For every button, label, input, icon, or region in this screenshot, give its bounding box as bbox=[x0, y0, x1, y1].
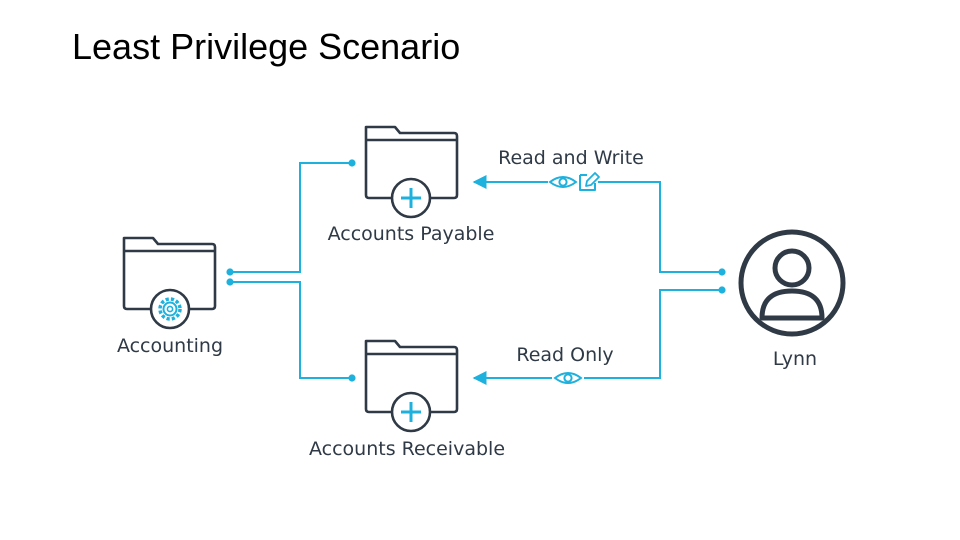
slide-title: Least Privilege Scenario bbox=[72, 26, 461, 67]
permission-read-write-label: Read and Write bbox=[498, 147, 644, 169]
accounts-receivable-node[interactable]: Accounts Receivable bbox=[309, 339, 505, 460]
eye-icon bbox=[553, 372, 583, 384]
permission-read-write: Read and Write bbox=[498, 147, 644, 191]
connector-lynn-to-receivable bbox=[584, 289, 722, 379]
accounting-node[interactable]: Accounting bbox=[117, 236, 223, 357]
connector-dot bbox=[226, 268, 234, 276]
accounts-payable-node[interactable]: Accounts Payable bbox=[328, 125, 495, 245]
eye-icon bbox=[548, 176, 578, 188]
connector-dot bbox=[226, 278, 234, 286]
permission-read-only: Read Only bbox=[516, 344, 614, 384]
connector-accounting-to-payable bbox=[230, 162, 352, 273]
accounts-receivable-label: Accounts Receivable bbox=[309, 438, 505, 460]
connector-dot bbox=[718, 286, 726, 294]
connector-dot bbox=[348, 159, 356, 167]
connector-accounting-to-receivable bbox=[230, 281, 352, 379]
connector-dot bbox=[348, 374, 356, 382]
permission-connectors bbox=[472, 175, 726, 385]
lynn-node[interactable]: Lynn bbox=[738, 229, 846, 370]
lynn-label: Lynn bbox=[773, 348, 817, 370]
accounting-connectors bbox=[226, 159, 356, 382]
permission-read-only-label: Read Only bbox=[516, 344, 613, 366]
connector-dot bbox=[718, 268, 726, 276]
accounting-label: Accounting bbox=[117, 335, 223, 357]
connector-lynn-to-payable bbox=[598, 181, 722, 273]
accounts-payable-label: Accounts Payable bbox=[328, 223, 495, 245]
edit-icon bbox=[579, 172, 600, 191]
folder-plus-icon bbox=[364, 125, 459, 219]
folder-gear-icon bbox=[122, 236, 217, 330]
folder-plus-icon bbox=[364, 339, 459, 433]
user-icon bbox=[738, 229, 846, 337]
